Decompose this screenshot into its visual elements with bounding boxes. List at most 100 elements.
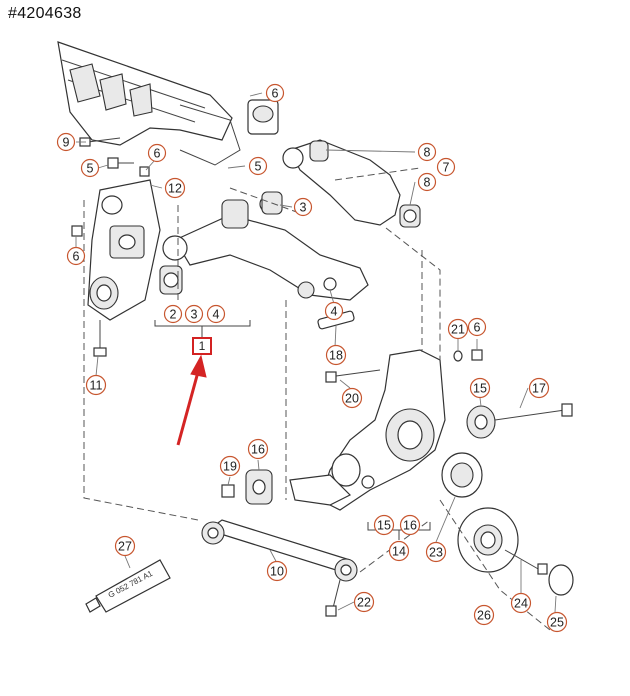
callout-17[interactable]: 17 [528,377,550,399]
callout-circle [248,156,268,176]
callout-number: 18 [329,349,343,363]
callout-number: 26 [477,609,491,623]
wheel-hub [441,452,574,596]
callout-number: 16 [403,519,417,533]
callout-number: 8 [424,146,431,160]
callout-circle [247,438,269,460]
callout-6[interactable]: 6 [467,317,487,337]
callout-circle [293,197,313,217]
callout-circle [388,540,410,562]
callout-8[interactable]: 8 [417,172,437,192]
callout-8[interactable]: 8 [417,142,437,162]
callout-5[interactable]: 5 [80,158,100,178]
callout-24[interactable]: 24 [510,592,532,614]
callout-number: 14 [392,545,406,559]
callout-3[interactable]: 3 [293,197,313,217]
callout-11[interactable]: 11 [85,374,107,396]
callout-circle [417,142,437,162]
highlighted-part-label[interactable]: 1 [192,337,212,355]
callout-number: 6 [154,147,161,161]
callout-circle [447,318,469,340]
callout-14[interactable]: 14 [388,540,410,562]
callout-number: 17 [532,382,546,396]
callout-27[interactable]: 27 [114,535,136,557]
callout-number: 19 [223,460,237,474]
callout-circle [546,611,568,633]
callout-20[interactable]: 20 [341,387,363,409]
red-arrow-icon [176,354,207,446]
callout-number: 2 [170,308,177,322]
callout-circle [467,317,487,337]
callout-number: 10 [270,565,284,579]
callout-circle [206,304,226,324]
callout-23[interactable]: 23 [425,541,447,563]
callout-21[interactable]: 21 [447,318,469,340]
callout-26[interactable]: 26 [473,604,495,626]
callout-9[interactable]: 9 [56,132,76,152]
lower-control-arm [159,191,369,330]
callout-6[interactable]: 6 [265,83,285,103]
callout-circle [80,158,100,178]
callout-circle [425,541,447,563]
group-bracket [154,320,431,540]
callout-15[interactable]: 15 [373,514,395,536]
callout-circle [528,377,550,399]
hub-carrier [289,349,483,511]
callout-circle [66,246,86,266]
document-id: #4204638 [8,5,82,22]
callout-number: 7 [443,161,450,175]
callout-4[interactable]: 4 [206,304,226,324]
callout-25[interactable]: 25 [546,611,568,633]
callout-16[interactable]: 16 [399,514,421,536]
bushing-16 [221,469,273,505]
callout-number: 22 [357,596,371,610]
toe-link-bushing [466,403,573,439]
callout-10[interactable]: 10 [266,560,288,582]
callout-16[interactable]: 16 [247,438,269,460]
callout-2[interactable]: 2 [163,304,183,324]
callout-number: 15 [377,519,391,533]
callout-number: 27 [118,540,132,554]
callout-circle [184,304,204,324]
callout-7[interactable]: 7 [436,157,456,177]
callout-circle [219,455,241,477]
callout-circle [85,374,107,396]
upper-control-arm [282,139,421,228]
leader-lines [75,92,557,613]
callout-circle [265,83,285,103]
callout-number: 20 [345,392,359,406]
callout-circle [436,157,456,177]
callout-3[interactable]: 3 [184,304,204,324]
callout-circle [164,177,186,199]
callout-number: 4 [331,305,338,319]
callout-circle [56,132,76,152]
callout-6[interactable]: 6 [66,246,86,266]
callout-12[interactable]: 12 [164,177,186,199]
callout-circle [417,172,437,192]
subframe [57,41,279,357]
callout-circle [399,514,421,536]
callout-15[interactable]: 15 [469,377,491,399]
callout-number: 6 [73,250,80,264]
callout-18[interactable]: 18 [325,344,347,366]
callout-circle [469,377,491,399]
callout-circle [266,560,288,582]
callout-circle [341,387,363,409]
callout-circle [147,143,167,163]
callout-19[interactable]: 19 [219,455,241,477]
trailing-link [201,519,358,617]
callout-5[interactable]: 5 [248,156,268,176]
callout-number: 24 [514,597,528,611]
callout-number: 15 [473,382,487,396]
callout-number: 16 [251,443,265,457]
callout-circle [510,592,532,614]
callout-22[interactable]: 22 [353,591,375,613]
callout-number: 12 [168,182,182,196]
callout-6[interactable]: 6 [147,143,167,163]
callout-number: 5 [87,162,94,176]
callout-circle [353,591,375,613]
callout-4[interactable]: 4 [324,301,344,321]
callout-number: 9 [63,136,70,150]
